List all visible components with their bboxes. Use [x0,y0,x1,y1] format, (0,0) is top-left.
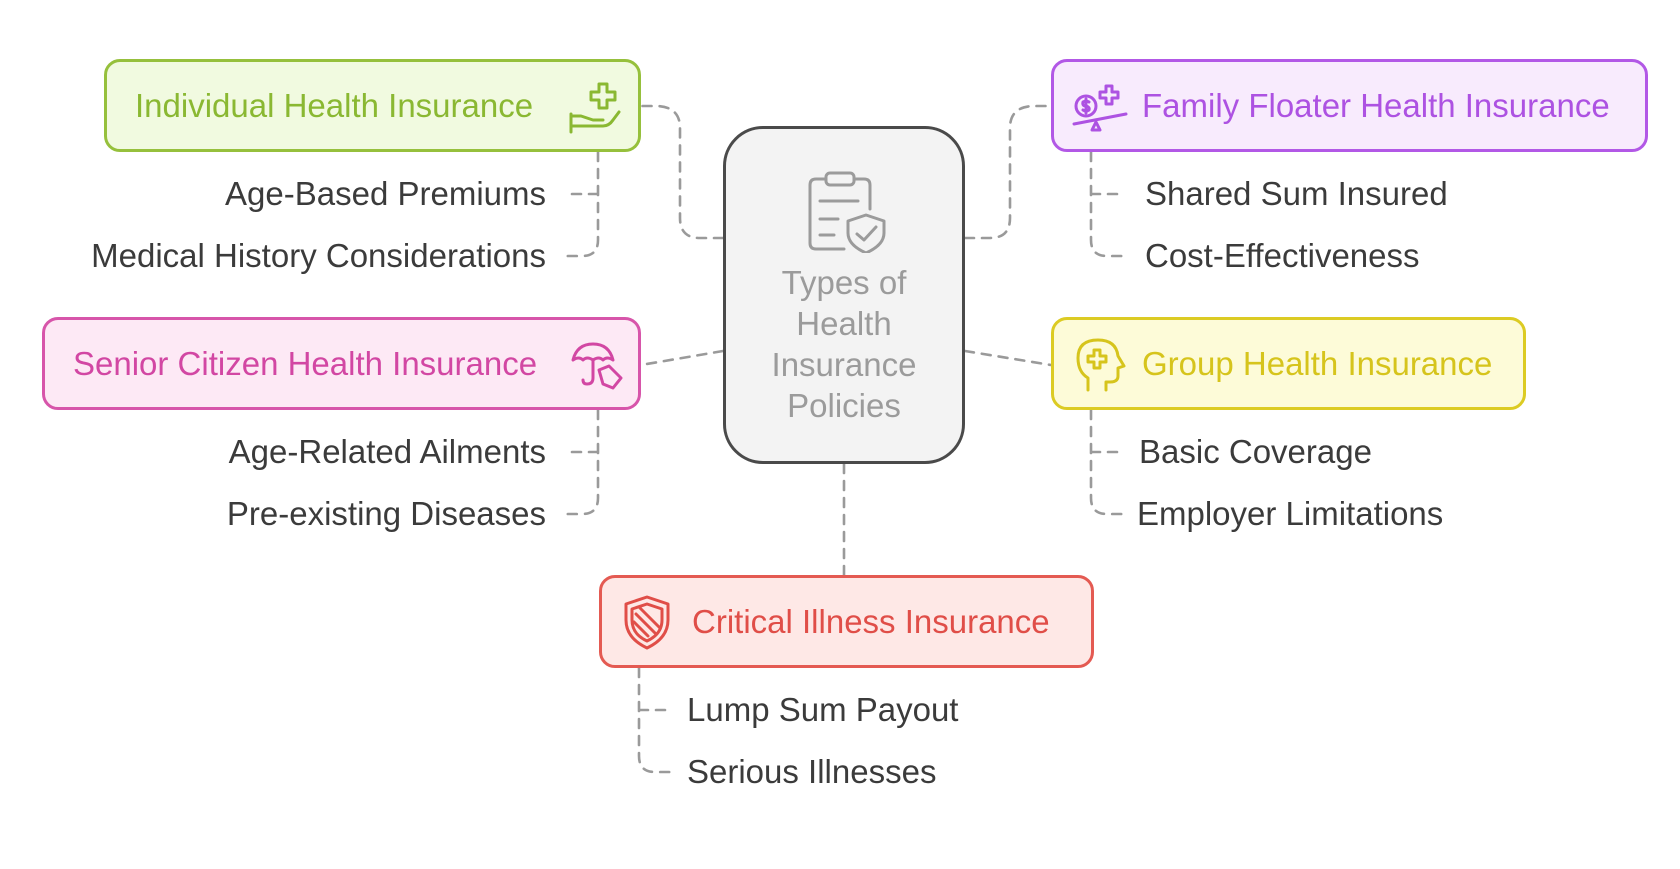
connector-family-leaves [1089,150,1124,258]
node-label: Individual Health Insurance [135,87,534,124]
node-group-health-insurance: Group Health Insurance [1051,317,1526,410]
leaf-serious-illnesses: Serious Illnesses [687,753,937,790]
leaf-age-based-premiums: Age-Based Premiums [225,175,546,212]
striped-shield-icon [624,595,670,650]
center-title-line: Insurance [771,346,917,383]
leaf-basic-coverage: Basic Coverage [1139,433,1372,470]
center-title: Types of Health Insurance Policies [726,262,962,426]
connector-center-senior [639,349,725,367]
hand-medical-cross-icon [569,82,621,134]
node-critical-illness-insurance: Critical Illness Insurance [599,575,1094,668]
umbrella-hand-icon [571,342,623,390]
center-node: Types of Health Insurance Policies [723,126,965,464]
connector-critical-leaves [637,666,672,774]
node-family-floater-health-insurance: Family Floater Health Insurance [1051,59,1648,152]
connector-senior-leaves [561,408,600,516]
connector-center-group [963,349,1053,367]
node-label: Critical Illness Insurance [692,603,1050,640]
leaf-cost-effectiveness: Cost-Effectiveness [1145,237,1420,274]
leaf-medical-history-considerations: Medical History Considerations [91,237,546,274]
leaf-shared-sum-insured: Shared Sum Insured [1145,175,1448,212]
connector-individual-leaves [561,150,600,258]
leaf-employer-limitations: Employer Limitations [1137,495,1444,532]
node-label: Family Floater Health Insurance [1142,87,1610,124]
center-title-line: Types of [781,264,907,301]
connector-group-leaves [1089,408,1124,516]
leaf-age-related-ailments: Age-Related Ailments [228,433,546,470]
scale-money-cross-icon [1072,84,1128,132]
center-title-line: Health [796,305,892,342]
leaf-pre-existing-diseases: Pre-existing Diseases [226,495,546,532]
connector-center-individual [639,104,725,240]
connector-center-family [963,104,1053,240]
node-individual-health-insurance: Individual Health Insurance [104,59,641,152]
node-senior-citizen-health-insurance: Senior Citizen Health Insurance [42,317,641,410]
node-label: Group Health Insurance [1142,345,1493,382]
leaf-lump-sum-payout: Lump Sum Payout [687,691,959,728]
head-medical-cross-icon [1076,338,1126,392]
clipboard-shield-check-icon [808,171,886,253]
node-label: Senior Citizen Health Insurance [73,345,538,382]
center-title-line: Policies [787,387,901,424]
